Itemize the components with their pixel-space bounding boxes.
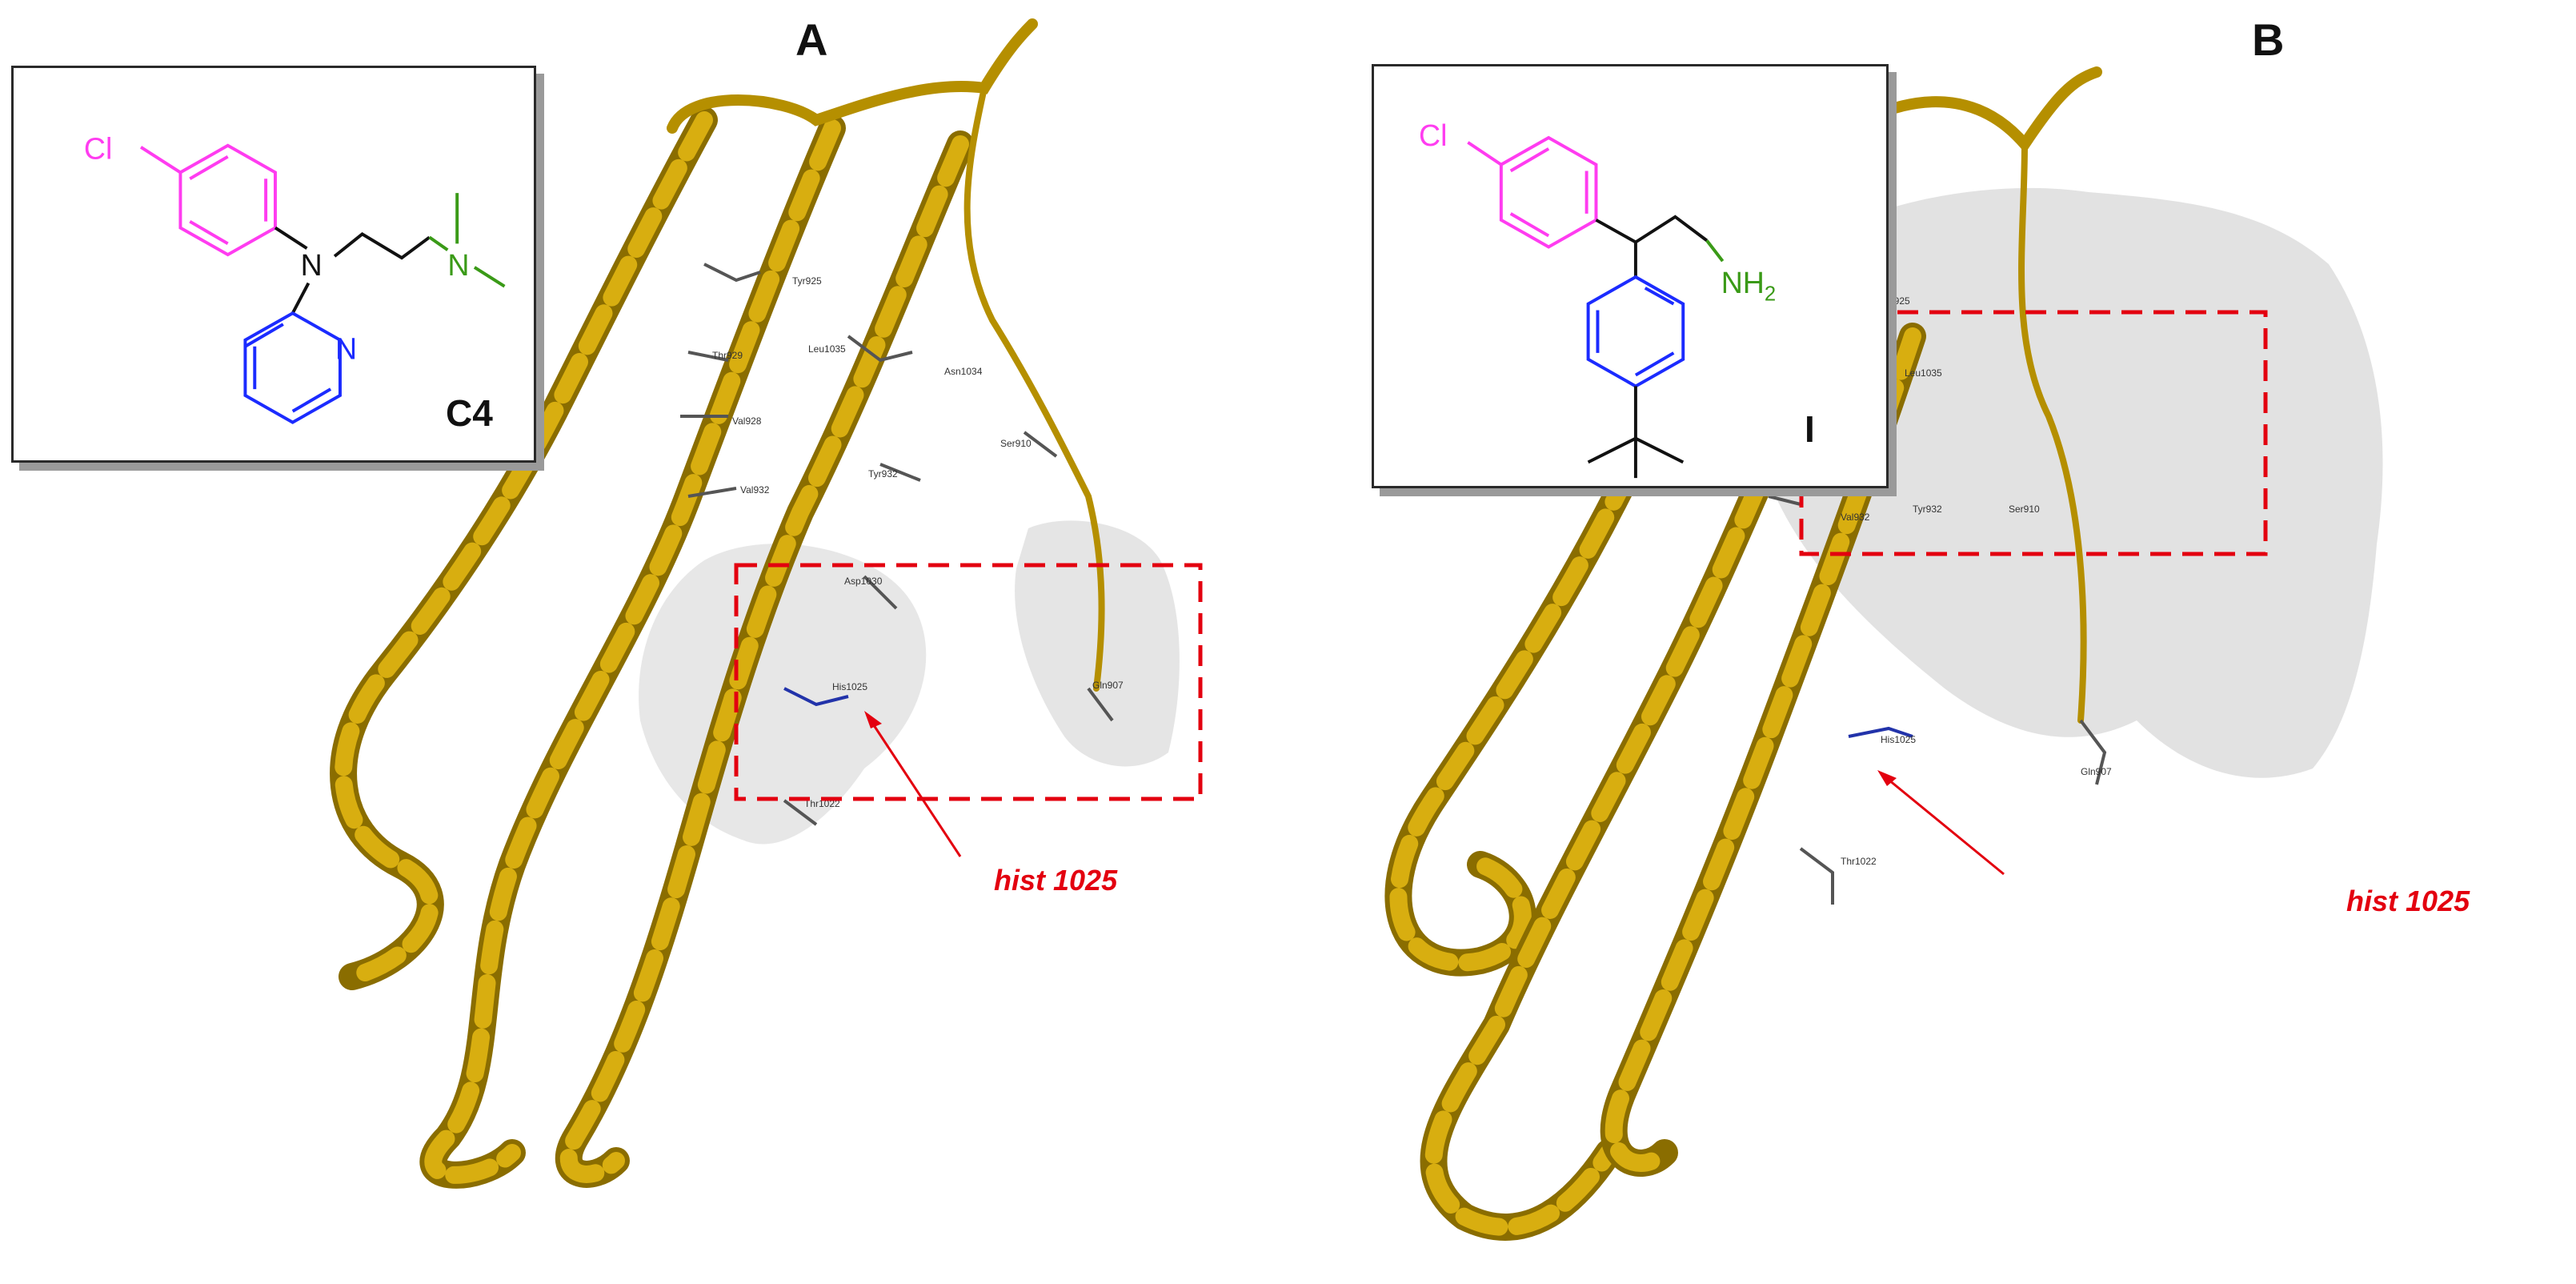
his1025-arrowhead-a <box>864 711 882 728</box>
svg-text:Tyr925: Tyr925 <box>792 275 822 287</box>
c4-chlorine-label: Cl <box>84 132 112 166</box>
svg-text:Ser910: Ser910 <box>2009 504 2040 515</box>
binding-site-box-a <box>734 563 1203 801</box>
svg-text:Val932: Val932 <box>740 484 770 496</box>
panel-letter-a: A <box>795 14 828 65</box>
callout-his1025-a: hist 1025 <box>994 864 1118 897</box>
svg-text:Asn1034: Asn1034 <box>944 366 983 377</box>
compound-label-i: I <box>1805 408 1815 450</box>
panel-a: Tyr925 Thr929 Leu1035 Val928 Val932 Tyr9… <box>11 14 1203 1189</box>
i-structure-drawing: Cl NH2 <box>1419 118 1777 479</box>
compound-structure-c4: Cl N N N C4 <box>11 66 536 463</box>
his1025-arrowhead-b <box>1877 770 1897 786</box>
compound-structure-i: Cl NH2 I <box>1372 64 1889 488</box>
c4-pyridine-n-label: N <box>335 332 357 366</box>
svg-text:Gln907: Gln907 <box>2081 766 2112 777</box>
his1025-arrow-a <box>869 720 962 857</box>
svg-text:Leu1035: Leu1035 <box>808 343 846 355</box>
svg-text:Gln907: Gln907 <box>1092 680 1124 691</box>
c4-structure-drawing: Cl N N N <box>84 132 506 424</box>
protein-ribbon-a: Tyr925 Thr929 Leu1035 Val928 Val932 Tyr9… <box>330 18 1203 1189</box>
svg-text:Thr1022: Thr1022 <box>1841 856 1877 867</box>
svg-text:Thr929: Thr929 <box>712 350 743 361</box>
protein-ribbon-b: Tyr925 Thr929 Leu1035 Val928 Val932 Tyr9… <box>1384 66 2383 1241</box>
compound-label-c4: C4 <box>446 392 493 434</box>
i-amine-label: NH2 <box>1721 266 1777 306</box>
svg-text:His1025: His1025 <box>1881 734 1916 745</box>
residue-sticks-b <box>1704 335 2107 905</box>
c4-amine-n-label: N <box>301 248 323 282</box>
svg-text:Leu1035: Leu1035 <box>1905 367 1942 379</box>
his1025-arrow-b <box>1884 775 2005 876</box>
c4-dimethyl-n-label: N <box>447 248 469 282</box>
molecular-surface-a-right <box>1015 520 1180 767</box>
helix-strands-a <box>330 18 1105 1189</box>
panel-letter-b: B <box>2252 14 2285 65</box>
residue-sticks-a <box>680 263 1114 826</box>
i-chlorine-label: Cl <box>1419 118 1447 152</box>
svg-text:Tyr932: Tyr932 <box>1913 504 1942 515</box>
svg-text:His1025: His1025 <box>832 681 867 692</box>
residue-labels-a: Tyr925 Thr929 Leu1035 Val928 Val932 Tyr9… <box>712 275 1124 809</box>
callout-his1025-b: hist 1025 <box>2346 885 2470 917</box>
svg-text:Val932: Val932 <box>1841 512 1870 523</box>
svg-text:Asp1030: Asp1030 <box>844 576 883 587</box>
panel-b: Tyr925 Thr929 Leu1035 Val928 Val932 Tyr9… <box>1288 0 2576 1284</box>
svg-text:Ser910: Ser910 <box>1000 438 1032 449</box>
svg-text:Val928: Val928 <box>732 415 762 427</box>
helix-strands-b <box>1384 66 2102 1241</box>
svg-text:Tyr932: Tyr932 <box>868 468 898 479</box>
